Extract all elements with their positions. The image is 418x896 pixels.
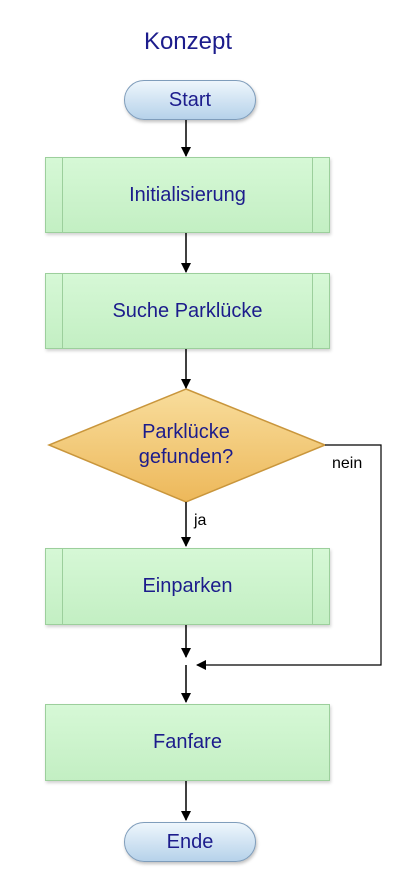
start-label: Start <box>168 88 212 111</box>
search-label: Suche Parklücke <box>112 299 263 322</box>
park-process: Einparken <box>45 548 330 625</box>
fanfare-label: Fanfare <box>153 731 222 753</box>
init-bar-left <box>62 158 63 232</box>
decision-label: Parklücke gefunden? <box>96 420 276 470</box>
search-bar-right <box>312 274 313 348</box>
start-node: Start <box>124 80 256 120</box>
park-bar-left <box>62 549 63 624</box>
search-bar-left <box>62 274 63 348</box>
edge-decision-no <box>196 444 382 670</box>
end-label: Ende <box>166 830 214 853</box>
init-label: Initialisierung <box>129 183 246 206</box>
search-process: Suche Parklücke <box>45 273 330 349</box>
fanfare-process: Fanfare <box>45 704 330 781</box>
diagram-title: Konzept <box>143 28 233 55</box>
init-bar-right <box>312 158 313 232</box>
park-bar-right <box>312 549 313 624</box>
edge-label-yes: ja <box>194 512 207 529</box>
decision-label-line1: Parklücke <box>142 421 230 443</box>
init-process: Initialisierung <box>45 157 330 233</box>
decision-label-line2: gefunden? <box>138 446 234 468</box>
end-node: Ende <box>124 822 256 862</box>
edge-label-no: nein <box>332 455 363 472</box>
park-label: Einparken <box>142 575 233 597</box>
